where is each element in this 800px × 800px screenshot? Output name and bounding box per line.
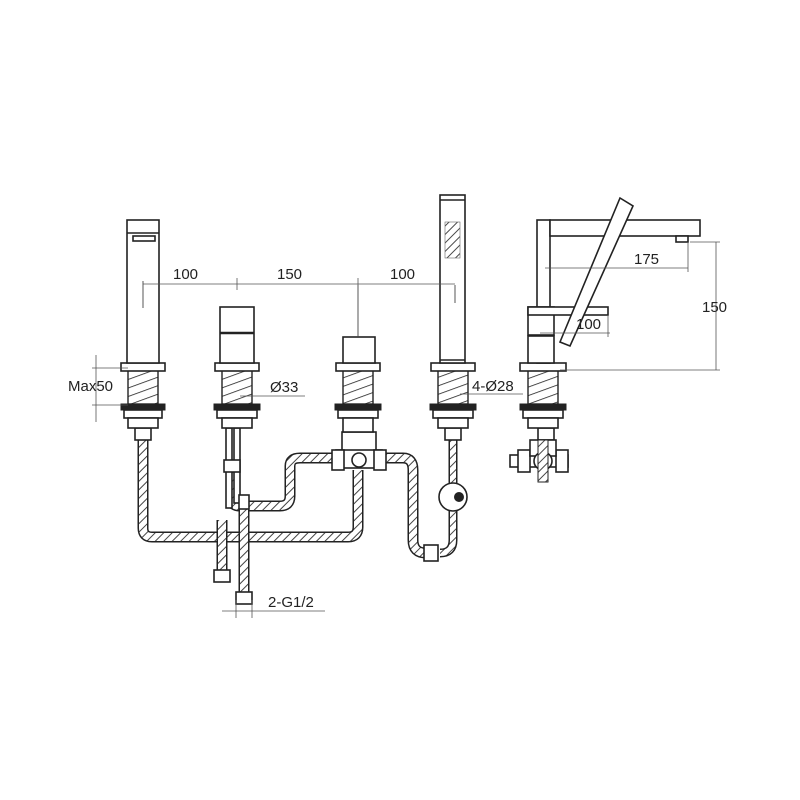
diverter-knob <box>342 285 376 364</box>
deck-mount-2 <box>213 362 261 429</box>
dim-spacing-1: 100 <box>173 266 198 283</box>
dim-max-deck: Max50 <box>68 378 113 395</box>
hose-weight-ball <box>438 482 468 512</box>
dim-inlet-connection: 2-G1/2 <box>268 594 314 611</box>
dim-hole-diameter-33: Ø33 <box>270 379 298 396</box>
spout <box>527 196 701 364</box>
dim-lever-length: 100 <box>576 316 601 333</box>
deck-mount-3 <box>334 362 382 433</box>
hose-nuts <box>134 427 555 605</box>
deck-mount-1 <box>120 362 166 429</box>
dim-hole-diameter-28: 4-Ø28 <box>472 378 514 395</box>
dimension-lines <box>92 241 720 618</box>
tall-lever-mixer <box>126 219 160 364</box>
supply-hoses <box>137 440 458 592</box>
dimension-labels: 100 150 100 175 150 100 Max50 Ø33 4-Ø28 … <box>68 251 727 611</box>
dim-spacing-2: 150 <box>277 266 302 283</box>
dim-spout-reach: 175 <box>634 251 659 268</box>
deck-mount-5 <box>519 362 567 429</box>
spout-valve-body <box>509 439 569 483</box>
deck-mount-4 <box>429 362 477 429</box>
hand-shower <box>439 194 466 364</box>
deck-mounts <box>120 362 567 433</box>
cylindrical-control-body <box>219 306 255 364</box>
diverter-block <box>331 431 387 471</box>
dim-spout-height: 150 <box>702 299 727 316</box>
dim-spacing-3: 100 <box>390 266 415 283</box>
